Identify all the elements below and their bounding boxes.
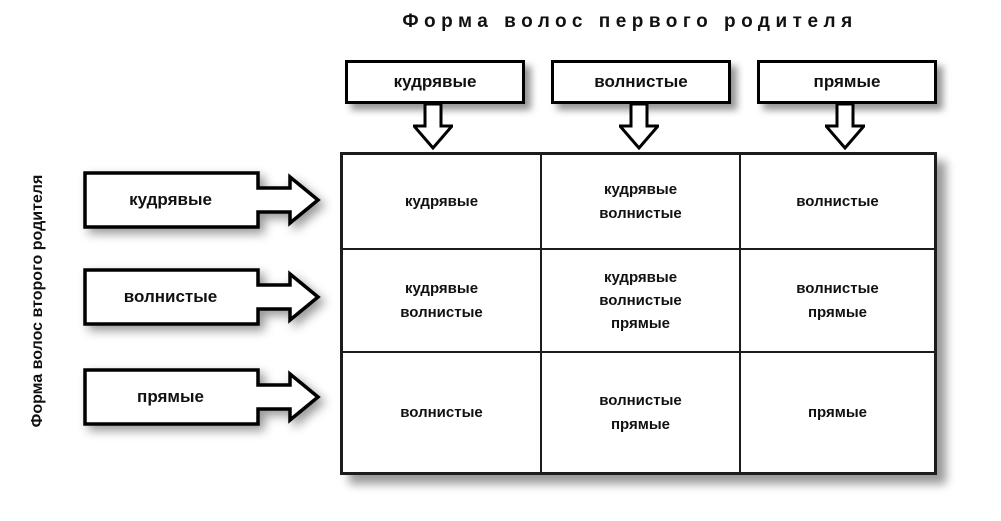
row-header-label: волнистые	[123, 287, 218, 306]
matrix-cell: волнистые прямые	[542, 353, 741, 472]
matrix-cell: кудрявые волнистые	[343, 250, 542, 353]
cell-line: кудрявые	[404, 280, 479, 298]
cell-line: кудрявые	[603, 268, 678, 286]
row-header-label: прямые	[137, 387, 204, 406]
row-header-label: кудрявые	[129, 190, 212, 209]
matrix-cell: волнистые	[741, 155, 934, 250]
column-header-0[interactable]: кудрявые	[345, 60, 525, 104]
side-axis-title-wrap: Форма волос второго родителя	[18, 120, 58, 500]
cell-line: волнистые	[599, 291, 682, 309]
matrix-cell: прямые	[741, 353, 934, 472]
cell-line: кудрявые	[603, 181, 678, 199]
row-header-2[interactable]: прямые	[83, 368, 321, 426]
matrix-cell: кудрявые волнистые прямые	[542, 250, 741, 353]
row-header-1[interactable]: волнистые	[83, 268, 321, 326]
cell-line: прямые	[807, 303, 868, 321]
side-axis-title: Форма волос второго родителя	[29, 174, 46, 428]
row-header-0[interactable]: кудрявые	[83, 171, 321, 229]
matrix-cell: волнистые	[343, 353, 542, 472]
cell-line: кудрявые	[404, 192, 479, 210]
top-axis-title: Форма волос первого родителя	[402, 11, 858, 32]
arrow-down-icon	[413, 104, 453, 150]
cell-line: волнистые	[599, 392, 682, 410]
arrow-down-icon	[619, 104, 659, 150]
matrix-cell: кудрявые волнистые	[542, 155, 741, 250]
cell-line: прямые	[610, 415, 671, 433]
cell-line: волнистые	[599, 204, 682, 222]
cell-line: волнистые	[796, 280, 879, 298]
cell-line: волнистые	[796, 192, 879, 210]
cell-line: волнистые	[400, 303, 483, 321]
column-header-1[interactable]: волнистые	[551, 60, 731, 104]
arrow-down-icon	[825, 104, 865, 150]
matrix-cell: кудрявые	[343, 155, 542, 250]
cell-line: волнистые	[400, 403, 483, 421]
outcome-matrix: кудрявые кудрявые волнистые волнистые ку…	[340, 152, 937, 475]
cell-line: прямые	[807, 403, 868, 421]
column-header-2[interactable]: прямые	[757, 60, 937, 104]
matrix-cell: волнистые прямые	[741, 250, 934, 353]
cell-line: прямые	[610, 315, 671, 333]
